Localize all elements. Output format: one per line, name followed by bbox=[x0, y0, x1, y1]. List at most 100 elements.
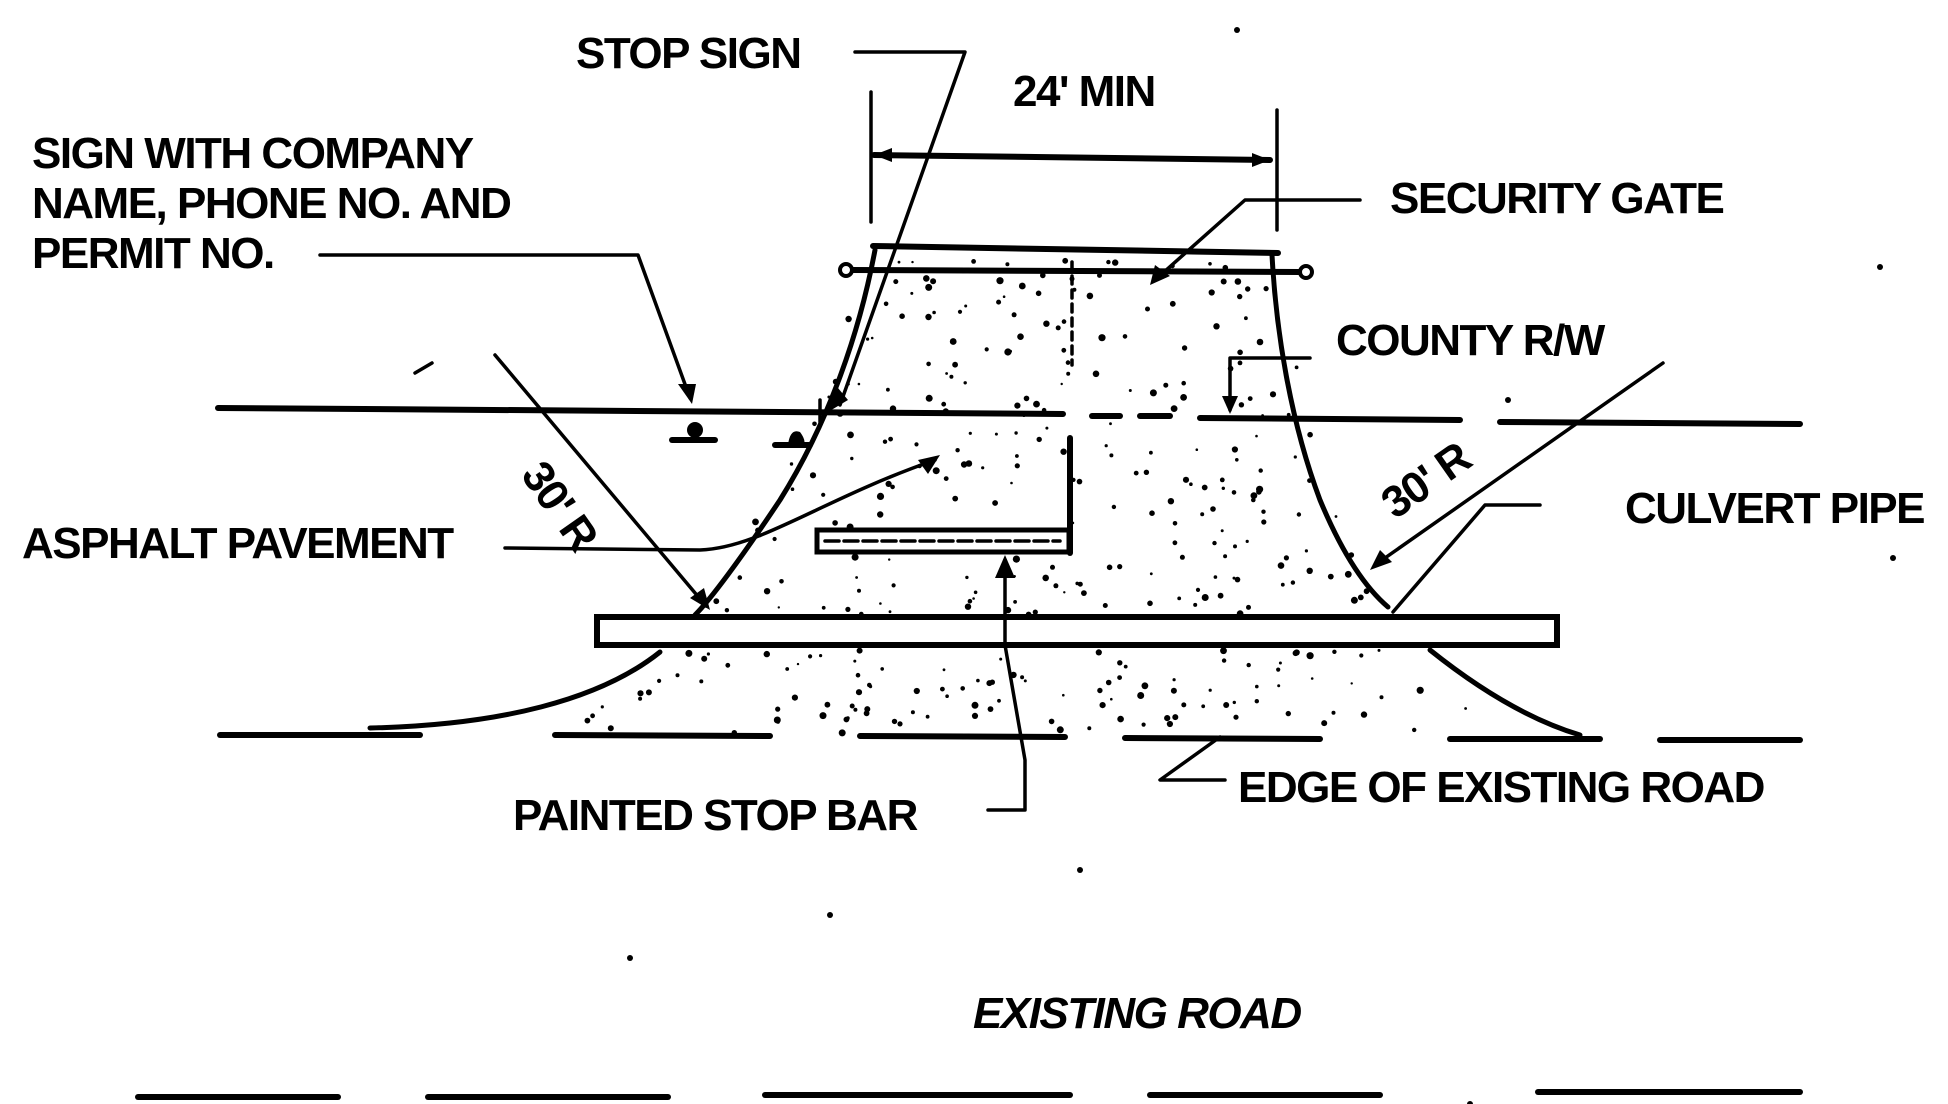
radius-right-label: 30' R bbox=[1373, 433, 1480, 529]
stipple-dot bbox=[877, 511, 884, 518]
stipple-dot bbox=[1233, 714, 1239, 720]
stipple-dot bbox=[1143, 469, 1150, 475]
stipple-dot bbox=[897, 260, 901, 264]
stipple-dot bbox=[893, 279, 899, 285]
stipple-dot bbox=[949, 374, 954, 379]
stipple-dot bbox=[1095, 649, 1102, 656]
stipple-dot bbox=[812, 421, 817, 427]
stipple-dot bbox=[607, 725, 614, 732]
painted-stop-bar-leader bbox=[986, 558, 1027, 812]
stipple-dot bbox=[752, 518, 759, 526]
stipple-dot bbox=[1251, 497, 1256, 503]
stipple-dot bbox=[1195, 587, 1201, 593]
stipple-dot bbox=[1018, 282, 1026, 290]
stipple-dot bbox=[971, 701, 979, 709]
stipple-dot bbox=[882, 439, 888, 444]
stipple-dot bbox=[910, 710, 915, 715]
stipple-dot bbox=[1213, 323, 1220, 330]
stipple-dot bbox=[737, 575, 743, 580]
stipple-dot bbox=[1106, 564, 1113, 571]
stipple-dot bbox=[891, 583, 896, 588]
stipple-dot bbox=[1290, 580, 1296, 585]
dimension-label: 24' MIN bbox=[1013, 67, 1155, 116]
stipple-dot bbox=[886, 387, 890, 392]
stipple-dot bbox=[1061, 319, 1067, 324]
stipple-dot bbox=[855, 672, 861, 678]
stipple-dot bbox=[1181, 380, 1186, 386]
stipple-dot bbox=[1208, 262, 1212, 266]
stipple-dot bbox=[1258, 468, 1263, 473]
stipple-dot bbox=[724, 608, 730, 613]
stipple-dot bbox=[1237, 293, 1243, 300]
stipple-dot bbox=[1122, 334, 1128, 339]
stipple-dot bbox=[845, 606, 851, 613]
edge-of-road-leader bbox=[1158, 735, 1227, 782]
asphalt-stipple bbox=[584, 257, 1467, 737]
stipple-dot bbox=[1117, 564, 1123, 570]
stipple-dot bbox=[880, 667, 884, 671]
driveway-right-flare bbox=[1427, 647, 1583, 738]
stipple-dot bbox=[1048, 718, 1055, 725]
stipple-dot bbox=[1060, 382, 1063, 386]
stipple-dot bbox=[857, 382, 861, 386]
stipple-dot bbox=[883, 301, 889, 307]
driveway-left-flare bbox=[367, 649, 663, 731]
company-sign-label-line1: SIGN WITH COMPANY bbox=[32, 129, 474, 178]
stipple-dot bbox=[992, 500, 998, 506]
culvert-pipe bbox=[594, 614, 1560, 648]
stipple-dot bbox=[1014, 402, 1021, 409]
stipple-dot bbox=[1208, 289, 1215, 296]
stipple-dot bbox=[1283, 555, 1289, 561]
stipple-dot bbox=[890, 484, 895, 490]
stipple-dot bbox=[1169, 300, 1176, 307]
radius-left-leader bbox=[493, 353, 708, 608]
stipple-dot bbox=[964, 304, 968, 308]
painted-stop-bar bbox=[814, 435, 1073, 556]
stipple-dot bbox=[867, 682, 872, 688]
stipple-dot bbox=[851, 553, 859, 561]
stipple-dot bbox=[1234, 576, 1241, 583]
stipple-dot bbox=[1106, 259, 1111, 265]
stipple-dot bbox=[1110, 697, 1113, 701]
stipple-dot bbox=[1172, 521, 1178, 526]
stipple-dot bbox=[843, 716, 850, 723]
stipple-dot bbox=[772, 536, 777, 542]
security-gate-leader bbox=[1153, 198, 1362, 282]
stipple-dot bbox=[1177, 596, 1182, 601]
stipple-dot bbox=[1066, 371, 1071, 376]
stipple-dot bbox=[1306, 652, 1314, 660]
stipple-dot bbox=[1012, 555, 1021, 563]
stipple-dot bbox=[849, 703, 855, 709]
stipple-dot bbox=[775, 706, 781, 712]
stipple-dot bbox=[1117, 715, 1124, 723]
stipple-dot bbox=[971, 712, 979, 720]
stipple-dot bbox=[1164, 715, 1171, 722]
stipple-dot bbox=[1233, 544, 1237, 549]
stipple-dot bbox=[1332, 649, 1337, 654]
stipple-dot bbox=[1109, 453, 1114, 458]
stipple-dot bbox=[1065, 360, 1071, 365]
culvert-pipe-leader bbox=[1391, 503, 1542, 614]
stipple-dot bbox=[1238, 402, 1245, 408]
stipple-dot bbox=[685, 649, 693, 657]
stipple-dot bbox=[914, 442, 919, 447]
stipple-dot bbox=[1061, 347, 1067, 353]
stipple-dot bbox=[1128, 389, 1132, 392]
stipple-dot bbox=[1056, 726, 1064, 734]
stipple-dot bbox=[1149, 389, 1157, 397]
stipple-dot bbox=[1285, 710, 1292, 717]
stipple-dot bbox=[940, 686, 945, 692]
stipple-dot bbox=[945, 372, 948, 375]
stipple-dot bbox=[932, 467, 940, 475]
stipple-dot bbox=[957, 309, 963, 314]
stipple-dot bbox=[1170, 687, 1177, 694]
stipple-dot bbox=[1212, 540, 1217, 546]
stipple-dot bbox=[1015, 454, 1019, 458]
stipple-dot bbox=[1098, 334, 1106, 342]
stipple-dot bbox=[925, 714, 930, 719]
stipple-dot bbox=[1002, 295, 1006, 299]
stipple-dot bbox=[984, 347, 989, 352]
stipple-dot bbox=[1005, 262, 1010, 267]
culvert-pipe-label: CULVERT PIPE bbox=[1625, 484, 1924, 533]
